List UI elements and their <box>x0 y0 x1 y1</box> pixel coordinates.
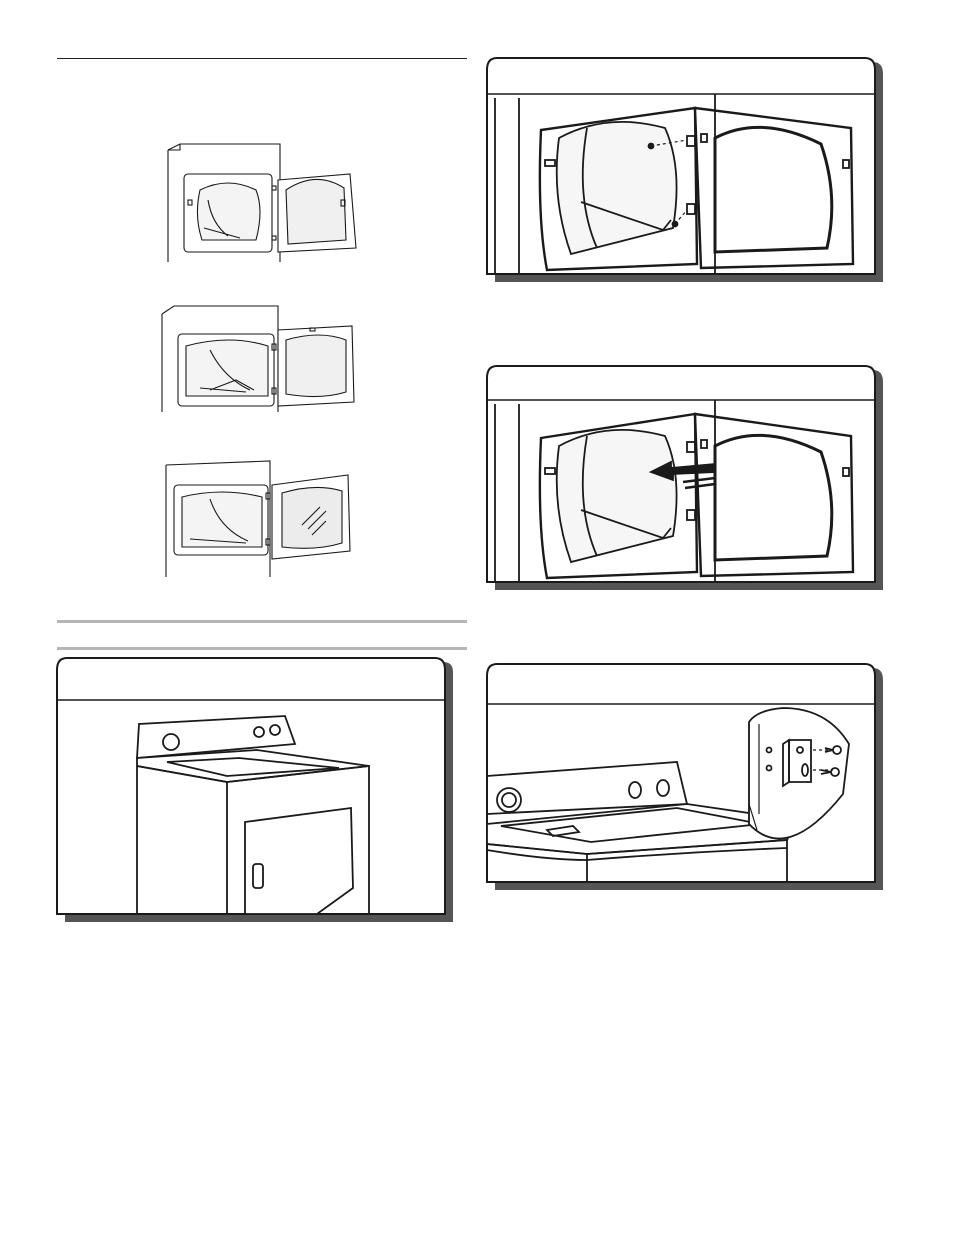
panel-door-open-hinge-screws <box>486 57 883 282</box>
section-rule-top <box>57 58 467 59</box>
door-style-wide-illustration <box>150 300 370 415</box>
panel-door-remove-arrow <box>486 365 883 590</box>
panel-top-hinge-detail <box>486 663 883 890</box>
door-style-standard-illustration <box>160 140 360 265</box>
section-rule-middle-1 <box>57 620 467 623</box>
door-style-glass-window-illustration <box>150 455 370 580</box>
section-rule-middle-2 <box>57 647 467 650</box>
dryer-top-lid-panel <box>56 657 453 922</box>
